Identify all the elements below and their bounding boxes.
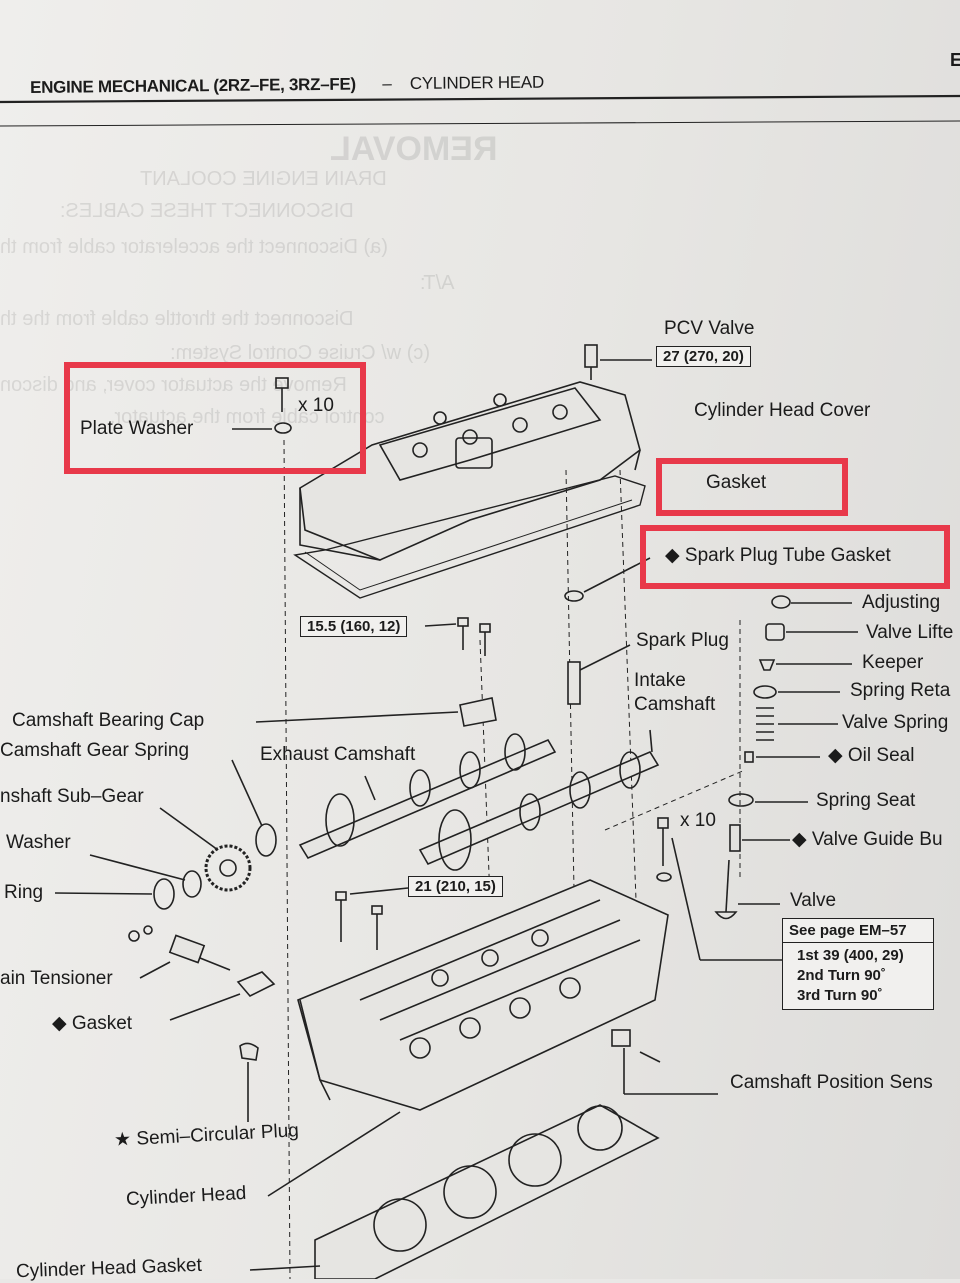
torque-step-2: 2nd Turn 90˚ — [797, 967, 886, 984]
torque-pcv: 27 (270, 20) — [656, 346, 751, 367]
label-washer: Washer — [6, 832, 71, 853]
camshaft-position-sensor — [611, 1029, 718, 1095]
label-spring-seat: Spring Seat — [816, 790, 916, 811]
label-qty-10-mid: x 10 — [680, 810, 716, 831]
torque-step-1: 1st 39 (400, 29) — [797, 947, 904, 964]
label-valve-spring: Valve Spring — [842, 712, 949, 733]
cover-gasket — [293, 475, 646, 599]
cylinder-head-gasket — [314, 1104, 660, 1279]
chain-tensioner — [128, 925, 231, 979]
exhaust-camshaft — [298, 733, 557, 860]
label-spark-plug-tube-gasket: ◆ Spark Plug Tube Gasket — [665, 545, 891, 566]
cylinder-head — [297, 879, 669, 1111]
head-bolts-front — [335, 887, 409, 950]
intake-camshaft — [418, 729, 660, 871]
header-rule — [0, 94, 960, 104]
label-keeper: Keeper — [862, 652, 924, 673]
label-camshaft-sub-gear: nshaft Sub–Gear — [0, 786, 144, 807]
valve-train — [714, 595, 858, 920]
torque-head-bolts-table: See page EM–57 1st 39 (400, 29) 2nd Turn… — [782, 918, 934, 1010]
corner-letter: E — [950, 50, 960, 70]
label-qty-10-top: x 10 — [298, 395, 334, 416]
cylinder-head-cover — [299, 381, 641, 561]
label-camshaft-gear-spring: Camshaft Gear Spring — [0, 740, 190, 761]
label-camshaft-bearing-cap: Camshaft Bearing Cap — [12, 710, 205, 731]
label-chain-tensioner: ain Tensioner — [0, 968, 113, 989]
label-intake: Intake — [634, 670, 686, 691]
label-camshaft-position-sensor: Camshaft Position Sens — [730, 1072, 933, 1093]
tensioner-gasket — [236, 971, 276, 997]
head-bolt-long — [656, 817, 784, 961]
camshaft-gear-spring — [255, 823, 277, 857]
highlight-plate-washer — [64, 362, 366, 474]
label-gasket-tensioner: ◆ Gasket — [52, 1013, 133, 1034]
label-ring: Ring — [4, 882, 44, 903]
washer-part — [182, 870, 202, 898]
label-spark-plug: Spark Plug — [636, 630, 729, 651]
label-gasket-cover: Gasket — [706, 472, 767, 493]
label-adjusting: Adjusting — [862, 592, 941, 613]
label-exhaust-camshaft: Exhaust Camshaft — [260, 744, 416, 765]
highlight-spark-plug-tube-gasket — [640, 525, 950, 589]
pcv-valve — [584, 344, 652, 380]
see-page-ref: See page EM–57 — [783, 919, 933, 943]
ring-part — [153, 878, 175, 910]
cover-bolt — [274, 377, 292, 434]
label-valve-lifter: Valve Lifte — [866, 622, 954, 643]
torque-bearing-cap: 15.5 (160, 12) — [300, 616, 408, 637]
label-oil-seal: ◆ Oil Seal — [828, 745, 915, 766]
header-rule-2 — [0, 120, 960, 127]
torque-head-front: 21 (210, 15) — [408, 876, 503, 897]
torque-step-3: 3rd Turn 90˚ — [797, 987, 883, 1004]
bearing-cap-bolts — [424, 617, 491, 656]
label-plate-washer: Plate Washer — [80, 418, 194, 439]
label-pcv-valve: PCV Valve — [664, 318, 755, 339]
label-cylinder-head-cover: Cylinder Head Cover — [694, 400, 871, 421]
semi-circular-plug — [239, 1042, 259, 1061]
spark-plug-tube-gasket — [564, 590, 584, 602]
label-valve: Valve — [790, 890, 837, 911]
highlight-gasket — [656, 458, 848, 516]
camshaft-bearing-cap — [459, 697, 497, 727]
label-valve-guide-bush: ◆ Valve Guide Bu — [792, 829, 943, 850]
spark-plug — [567, 644, 631, 705]
label-intake-camshaft: Camshaft — [634, 694, 716, 715]
label-spring-retainer: Spring Reta — [850, 680, 951, 701]
camshaft-sub-gear — [204, 844, 252, 892]
